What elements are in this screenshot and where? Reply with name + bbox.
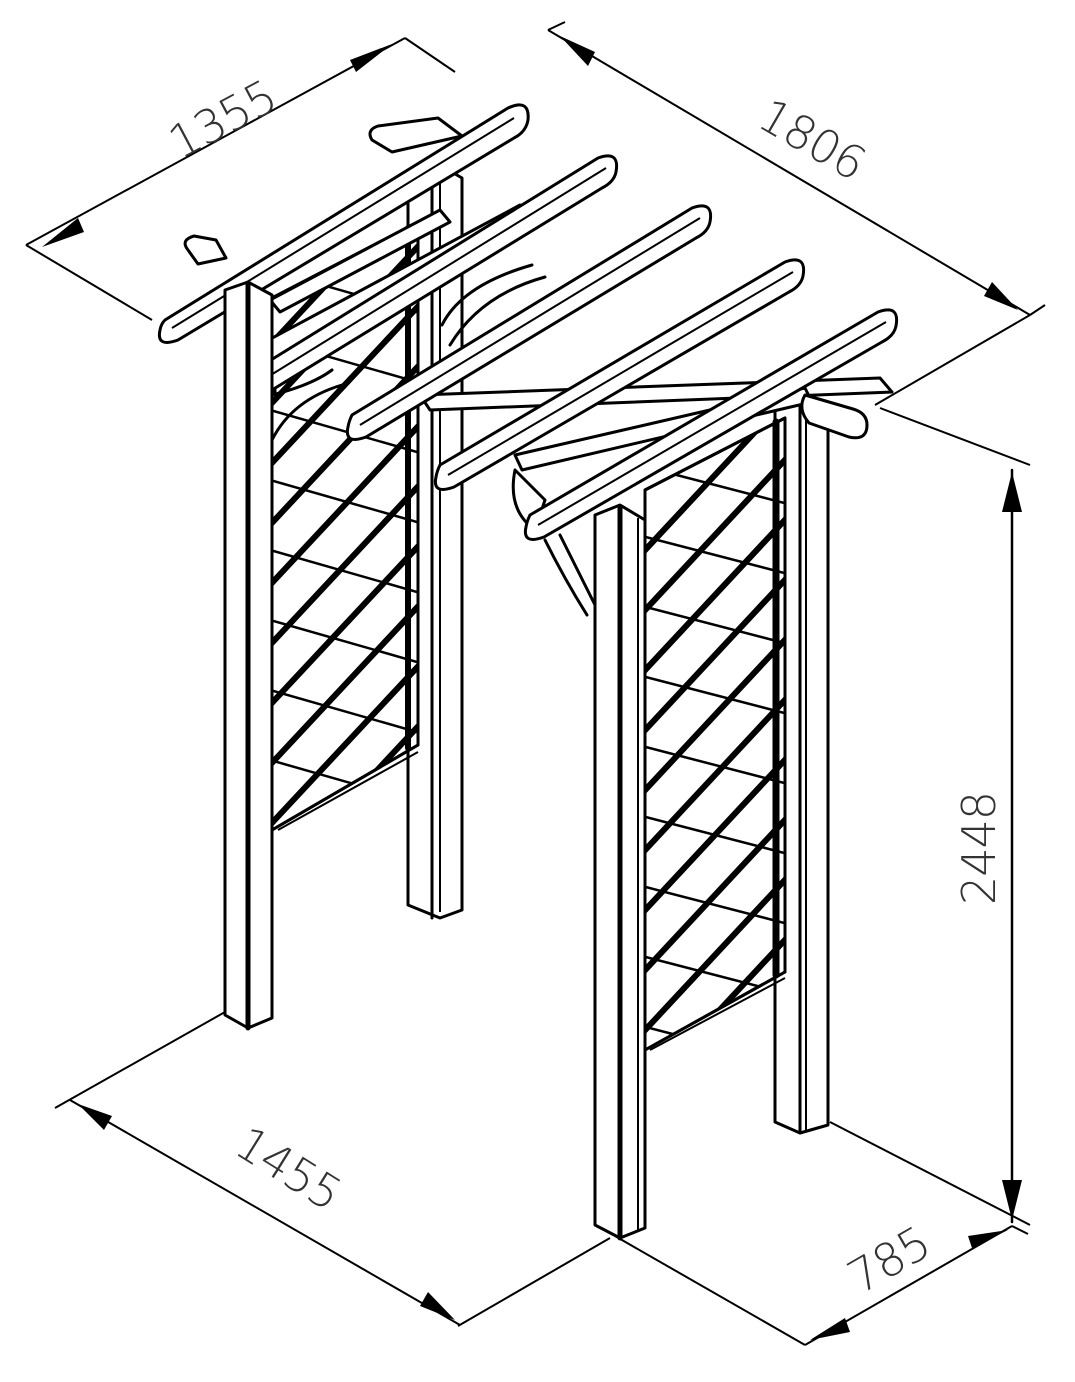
- arrow-icon: [350, 44, 392, 72]
- dimension-base-width: 1455: [54, 1011, 611, 1327]
- roof-beam-1-back-stub: [183, 116, 464, 266]
- roof-beam-3: [345, 204, 713, 441]
- arrow-icon: [78, 1104, 112, 1130]
- arrow-icon: [984, 282, 1018, 310]
- back-side-rail-connector: [268, 208, 452, 314]
- arrow-icon: [1002, 472, 1022, 512]
- roof-beam-4: [433, 258, 806, 491]
- dimension-label-1806: 1806: [750, 88, 875, 191]
- dimension-label-1355: 1355: [160, 69, 285, 170]
- dimension-label-1455: 1455: [226, 1116, 351, 1222]
- arrow-icon: [42, 218, 84, 247]
- dimension-label-785: 785: [839, 1215, 939, 1304]
- front-right-post: [593, 503, 647, 1241]
- back-arch-brace: [440, 263, 547, 347]
- roof-beam-5: [523, 308, 899, 541]
- arrow-icon: [968, 1230, 1008, 1248]
- right-corner-brace: [543, 533, 597, 617]
- lattice-strips-down: [272, 248, 418, 830]
- dimension-base-depth: 785: [614, 1215, 1029, 1346]
- arrow-icon: [420, 1292, 455, 1320]
- left-corner-brace: [270, 368, 344, 442]
- arrow-icon: [1002, 1180, 1022, 1220]
- back-right-post: [773, 396, 830, 1135]
- dimension-top-length: 1806: [547, 21, 1046, 406]
- right-side-rail-end: [800, 393, 869, 440]
- arrow-icon: [560, 36, 595, 66]
- front-left-post: [223, 280, 274, 1031]
- right-lattice-panel: [643, 416, 787, 1052]
- dimension-label-2448: 2448: [952, 792, 1006, 905]
- dimension-height: 2448: [829, 407, 1031, 1226]
- arrow-icon: [810, 1318, 850, 1340]
